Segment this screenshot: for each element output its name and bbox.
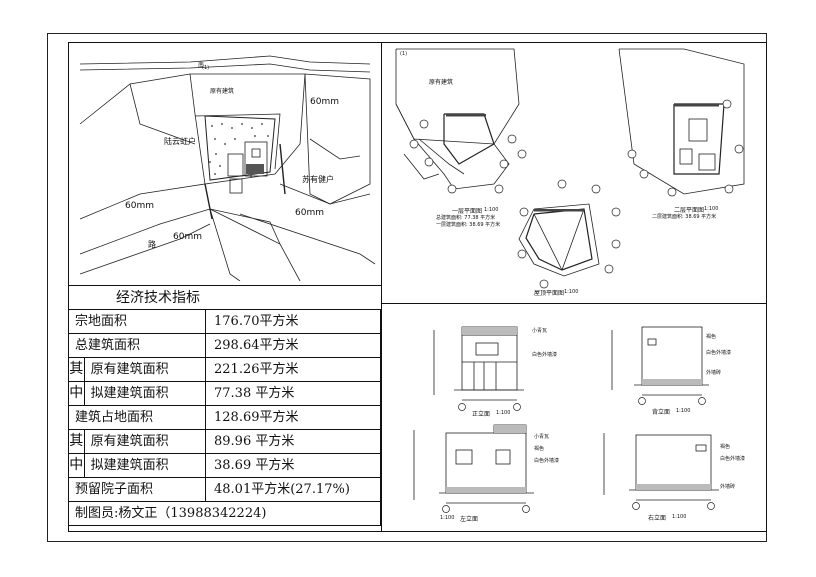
econ-table: 宗地面积 176.70平方米 总建筑面积 298.64平方米 其 原有建筑面积 … [68,309,381,526]
drain-label-2: 60mm [125,201,154,211]
plan1-title: 一层平面图 [452,208,483,215]
row-label: 原有建筑面积 [83,357,207,382]
vertical-divider [381,42,382,532]
existing-building-top-label: 原有建筑 [429,79,454,86]
table-row: 建筑占地面积 128.69平方米 [68,405,381,430]
left-elevation-title: 左立面 [460,516,479,523]
drain-label-1: 60mm [310,97,339,107]
plan2-title: 二层平面图 [674,207,705,214]
road-label: 路 [148,240,156,249]
back-elevation-scale: 1:100 [676,408,691,414]
row-value: 221.26平方米 [205,357,381,382]
table-row: 其 原有建筑面积 89.96 平方米 [68,429,381,454]
front-note-wall: 白色外墙漆 [532,352,558,358]
right-note-wall: 白色外墙漆 [720,456,746,462]
existing-building-label: 原有建筑 [210,88,235,95]
row-value: 77.38 平方米 [205,381,381,406]
site-hatch [209,123,269,175]
drawing-frame [68,42,767,532]
left-note-tile: 小青瓦 [534,434,550,440]
north-label: 南 [198,62,205,69]
econ-table-box: 经济技术指标 宗地面积 176.70平方米 总建筑面积 298.64平方米 其 … [68,285,381,532]
row-value: 89.96 平方米 [205,429,381,454]
plan2-area: 二层建筑面积: 38.69 平方米 [652,214,717,220]
row-label: 宗地面积 [68,309,206,334]
front-elevation-title: 正立面 [472,411,491,418]
row-label: 拟建建筑面积 [83,381,207,406]
elevations: 小青瓦 白色外墙漆 正立面 1:100 褐色 白色外墙漆 外墙砖 背立面 1:1… [384,305,765,531]
back-note-base: 外墙砖 [706,370,722,376]
plan2-scale: 1:100 [704,206,719,212]
table-row: 总建筑面积 298.64平方米 [68,333,381,358]
econ-table-title: 经济技术指标 [68,285,381,309]
back-elevation-title: 背立面 [652,409,671,416]
su-house-label: 苏有健户 [302,175,334,184]
right-note-paint: 褐色 [720,444,731,450]
plan1-area-floor: 一层建筑面积: 38.69 平方米 [436,222,501,228]
floor-plans-drawing [395,48,745,289]
row-group-char: 其 [68,429,85,454]
row-group-char: 中 [68,453,85,478]
left-note-paint: 褐色 [534,446,545,452]
plan1-scale: 1:100 [484,207,499,213]
table-row: 中 拟建建筑面积 38.69 平方米 [68,453,381,478]
drain-label-4: 60mm [173,232,202,242]
right-elevation-scale: 1:100 [672,514,687,520]
table-row: 其 原有建筑面积 221.26平方米 [68,357,381,382]
row-value: 176.70平方米 [205,309,381,334]
horizontal-divider [381,303,767,304]
row-label: 拟建建筑面积 [83,453,207,478]
left-elevation-scale: 1:100 [440,515,455,521]
table-row: 预留院子面积 48.01平方米(27.17%) [68,477,381,502]
row-label: 建筑占地面积 [68,405,206,430]
plans-mark: (1) [400,51,408,57]
floor-plans: (1) 原有建筑 一层平面图 1:100 总建筑面积: 77.38 平方米 一层… [384,44,765,302]
right-note-base: 外墙砖 [720,484,736,490]
right-elevation-title: 右立面 [648,515,667,522]
row-value: 298.64平方米 [205,333,381,358]
roof-plan-scale: 1:100 [564,289,579,295]
roof-plan-title: 屋顶平面图 [534,290,565,297]
row-group-char: 其 [68,357,85,382]
row-value: 128.69平方米 [205,405,381,430]
site-plan-drawing [79,55,376,282]
site-mark: (1) [202,65,210,71]
plan1-area-total: 总建筑面积: 77.38 平方米 [436,215,496,221]
row-group-char: 中 [68,381,85,406]
row-label: 原有建筑面积 [83,429,207,454]
table-row: 制图员:杨文正（13988342224) [68,501,381,526]
row-label: 预留院子面积 [68,477,206,502]
drain-label-3: 60mm [295,208,324,218]
row-value: 48.01平方米(27.17%) [205,477,381,502]
site-plan: 南 (1) 原有建筑 60mm 陆云虹户 苏有健户 60mm 60mm 60mm… [70,44,380,282]
back-note-wall: 白色外墙漆 [706,350,732,356]
front-elevation-scale: 1:100 [496,410,511,416]
table-row: 中 拟建建筑面积 77.38 平方米 [68,381,381,406]
back-note-paint: 褐色 [706,334,717,340]
left-note-wall: 白色外墙漆 [534,458,560,464]
elevations-drawing [413,326,719,513]
row-value: 38.69 平方米 [205,453,381,478]
table-row: 宗地面积 176.70平方米 [68,309,381,334]
row-label: 总建筑面积 [68,333,206,358]
front-note-tile: 小青瓦 [532,328,548,334]
cloud-house-label: 陆云虹户 [164,137,196,146]
drafter-credit: 制图员:杨文正（13988342224) [68,501,381,526]
